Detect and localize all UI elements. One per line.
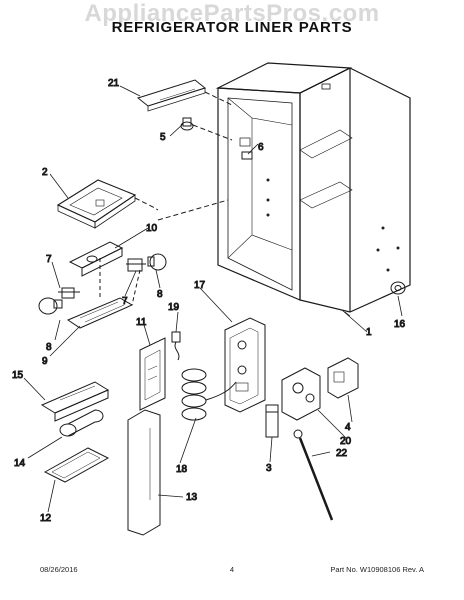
callout-10: 10: [146, 223, 158, 234]
callout-16: 16: [394, 319, 406, 330]
part-6-clip: [241, 151, 253, 160]
part-13-panel: [127, 409, 161, 536]
part-8-bulb-left: [38, 297, 63, 315]
liner-body: [215, 62, 411, 313]
leader-8-dashed: [131, 269, 141, 306]
part-12-tray: [43, 447, 110, 483]
callout-8-right: 8: [157, 289, 163, 300]
callout-9: 9: [42, 356, 48, 367]
part-14-roller: [59, 409, 104, 437]
footer-date: 08/26/2016: [40, 565, 78, 574]
callout-19: 19: [168, 302, 180, 313]
leader-housing-dashed: [157, 199, 229, 221]
part-17-control-assembly: [224, 317, 266, 413]
part-3-clip: [265, 404, 279, 438]
callout-12: 12: [40, 513, 52, 524]
leader-5-dashed: [192, 124, 233, 141]
callout-1: 1: [366, 327, 372, 338]
leader-2-dashed: [134, 197, 159, 211]
part-7-socket-right: [126, 258, 146, 272]
part-21-cover: [136, 79, 207, 112]
callout-7-left: 7: [46, 254, 52, 265]
leader-lines: [23, 85, 403, 513]
part-2-light-housing: [56, 179, 137, 229]
callout-21: 21: [108, 78, 120, 89]
part-16-grommet: [390, 281, 406, 295]
part-22-rod: [293, 429, 334, 521]
callout-14: 14: [14, 458, 26, 469]
callout-4: 4: [345, 422, 351, 433]
callout-8-left: 8: [46, 342, 52, 353]
leader-21-dashed: [204, 91, 233, 106]
callout-2: 2: [42, 167, 48, 178]
part-7-socket-left: [58, 287, 80, 299]
part-18-wire-harness: [181, 368, 237, 421]
callout-5: 5: [160, 132, 166, 143]
callout-11: 11: [136, 317, 147, 328]
watermark-text: AppliancePartsPros.com: [84, 0, 380, 27]
part-20-water-valve: [281, 367, 321, 421]
part-10-switch: [68, 241, 124, 277]
callout-6: 6: [258, 142, 264, 153]
part-15-fan-housing: [40, 381, 110, 422]
footer-page-number: 4: [229, 565, 235, 574]
callout-20: 20: [340, 436, 352, 447]
part-8-bulb-right: [147, 253, 167, 271]
part-19-thermistor: [171, 331, 181, 361]
callout-17: 17: [194, 280, 206, 291]
part-4-bracket: [327, 357, 359, 399]
callout-22: 22: [336, 448, 348, 459]
callout-3: 3: [266, 463, 272, 474]
part-11-control-box: [139, 337, 166, 411]
callout-13: 13: [186, 492, 198, 503]
callout-7-right: 7: [122, 296, 128, 307]
callout-18: 18: [176, 464, 188, 475]
footer-part-number: Part No. W10908106 Rev. A: [330, 565, 424, 574]
diagram-title: REFRIGERATOR LINER PARTS: [111, 19, 353, 36]
callout-15: 15: [12, 370, 24, 381]
